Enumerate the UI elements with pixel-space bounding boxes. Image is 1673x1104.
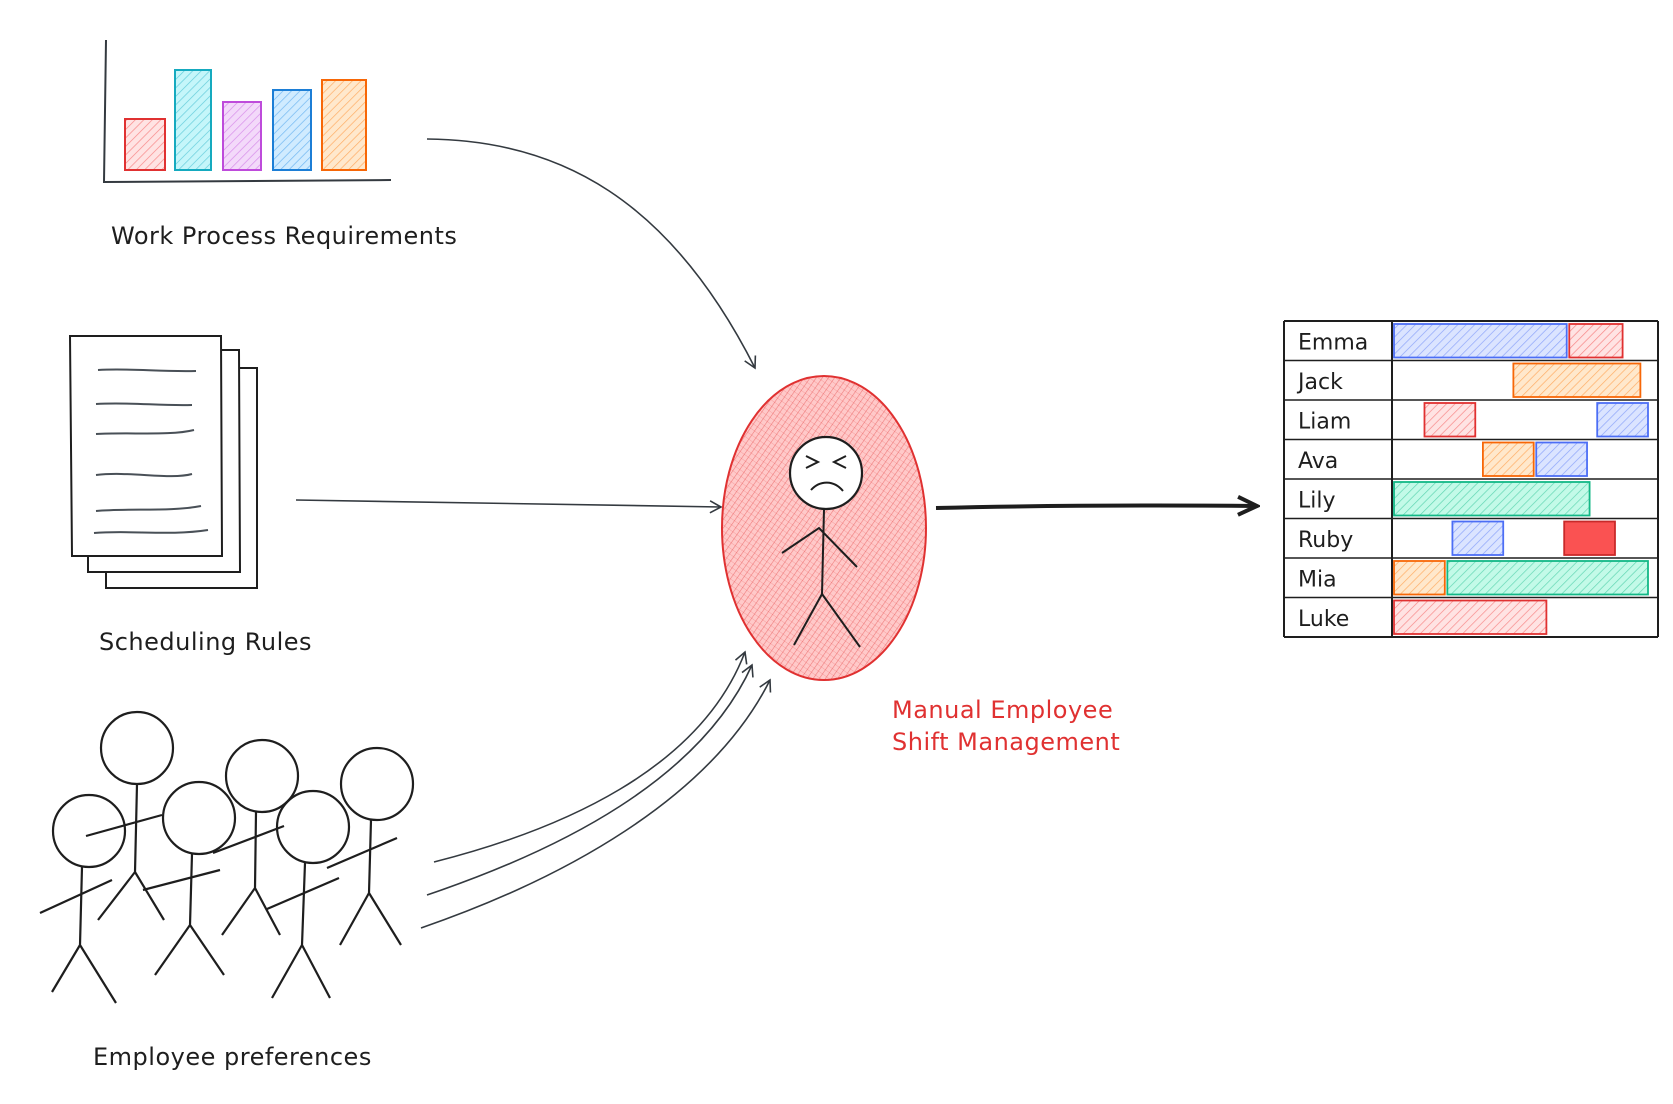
shift-bar bbox=[1512, 362, 1642, 398]
arrow-scheduling-rules bbox=[295, 499, 723, 514]
stressed-stick-figure-icon bbox=[721, 375, 927, 681]
label-work-process-requirements: Work Process Requirements bbox=[111, 222, 458, 250]
bar-chart-bar bbox=[272, 89, 312, 171]
arrow-preferences-2 bbox=[426, 663, 754, 896]
shift-bar bbox=[1446, 560, 1649, 596]
schedule-employee-name: Lily bbox=[1298, 489, 1336, 514]
label-manual-shift-management-line2: Shift Management bbox=[892, 728, 1121, 756]
shift-bar bbox=[1423, 402, 1477, 438]
arrow-work-process bbox=[426, 138, 757, 370]
shift-bar bbox=[1393, 599, 1548, 635]
shift-bar bbox=[1393, 323, 1568, 359]
schedule-employee-name: Emma bbox=[1298, 331, 1368, 356]
shift-bar bbox=[1535, 441, 1588, 477]
input-arrows bbox=[295, 138, 772, 929]
schedule-employee-name: Ruby bbox=[1298, 528, 1353, 553]
shift-bar bbox=[1451, 520, 1505, 556]
label-scheduling-rules: Scheduling Rules bbox=[99, 628, 313, 656]
label-employee-preferences: Employee preferences bbox=[93, 1043, 372, 1071]
shift-bar bbox=[1563, 520, 1616, 556]
arrow-output bbox=[935, 506, 1257, 508]
shift-bar bbox=[1482, 441, 1535, 477]
label-manual-shift-management: Manual Employee Shift Management bbox=[892, 694, 1120, 758]
schedule-employee-name: Jack bbox=[1296, 370, 1343, 395]
shift-bar bbox=[1568, 323, 1624, 359]
bar-chart-bar bbox=[321, 79, 367, 171]
shift-bar bbox=[1393, 560, 1446, 596]
label-manual-shift-management-line1: Manual Employee bbox=[892, 696, 1114, 724]
arrow-preferences-3 bbox=[420, 678, 772, 929]
bar-chart-bar bbox=[174, 69, 212, 171]
shift-bar bbox=[1596, 402, 1649, 438]
stick-figures-group-icon bbox=[39, 710, 415, 1004]
schedule-employee-name: Ava bbox=[1298, 449, 1338, 474]
shift-bar bbox=[1393, 481, 1591, 517]
bar-chart-bar bbox=[222, 101, 262, 171]
schedule-employee-name: Liam bbox=[1298, 410, 1351, 435]
bar-chart-bar bbox=[124, 118, 166, 171]
arrow-preferences-1 bbox=[433, 650, 748, 863]
schedule-employee-name: Mia bbox=[1298, 568, 1337, 593]
schedule-employee-name: Luke bbox=[1298, 607, 1349, 632]
document-stack-icon bbox=[68, 335, 258, 589]
bar-chart-icon bbox=[102, 39, 392, 184]
